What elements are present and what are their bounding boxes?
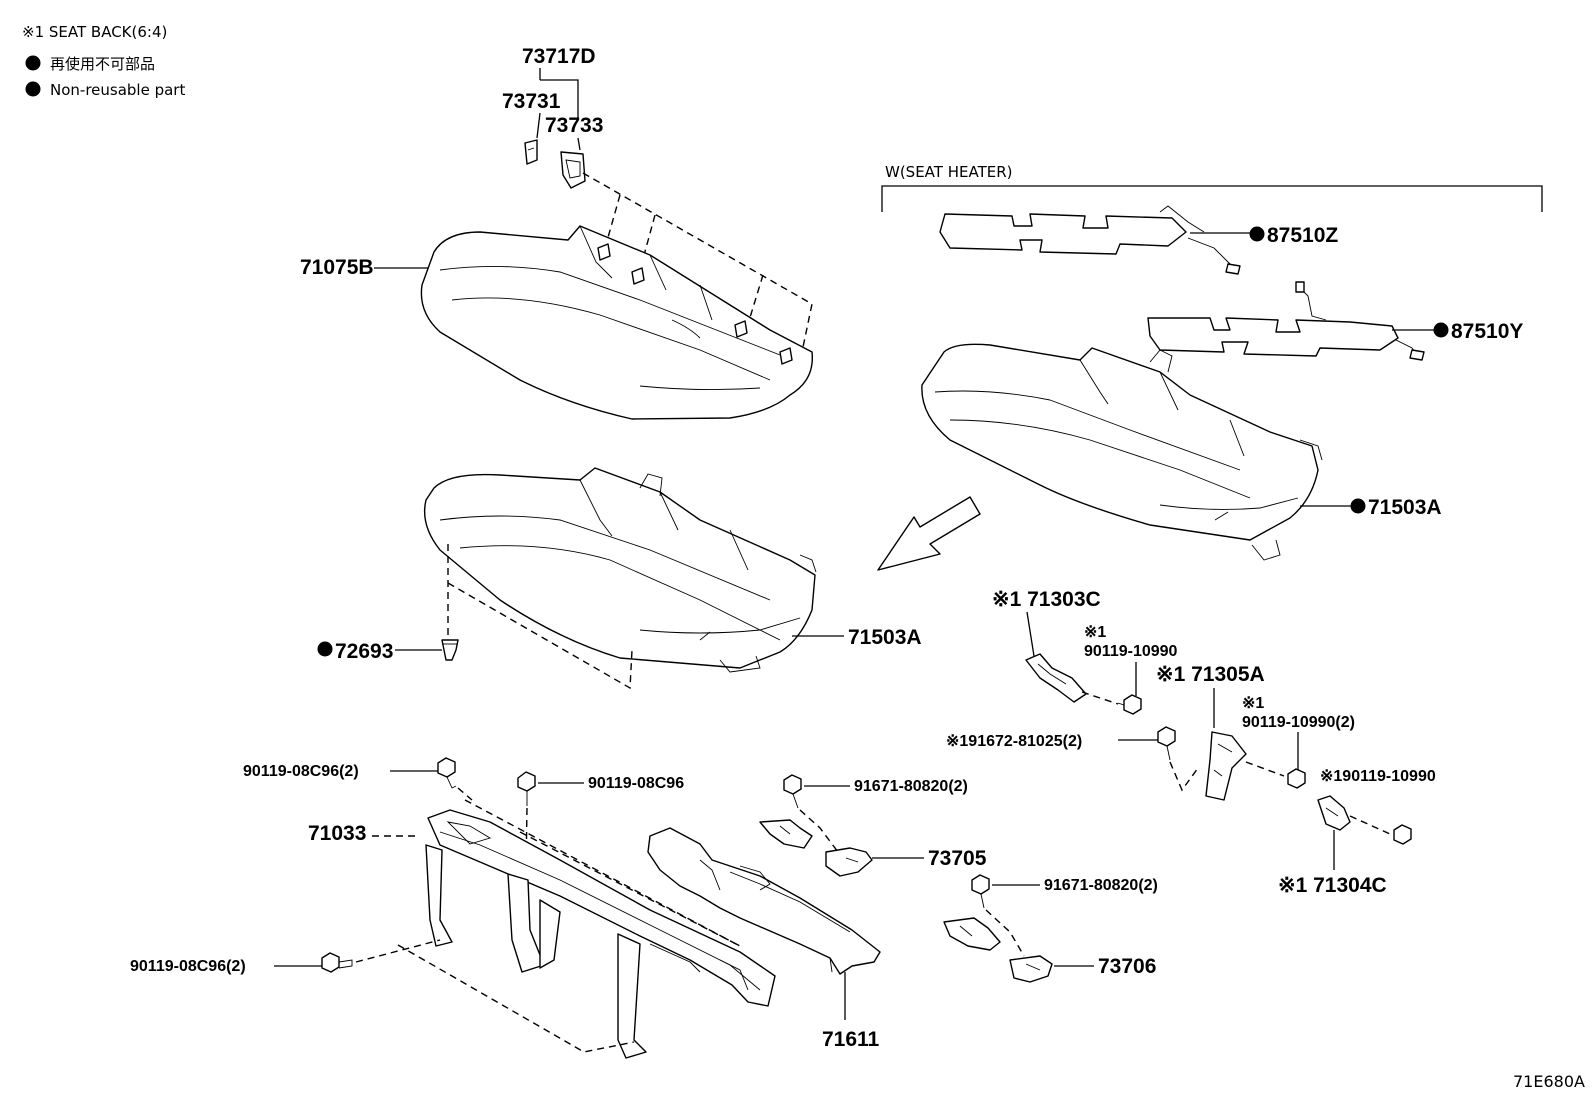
part-label-71611: 71611: [822, 1028, 880, 1051]
part-label-90119-08C96-low: 90119-08C96(2): [130, 958, 246, 975]
legend-non-reusable-en: Non-reusable part: [50, 81, 185, 99]
bolt-90119-08C96-low-icon: [321, 952, 353, 973]
bolt-90119-10990-a-icon: [1117, 694, 1142, 715]
clip-73731-icon: [524, 139, 538, 165]
bolt-91671-80820-a-icon: [783, 774, 802, 809]
non-reusable-dot-icon: [1249, 226, 1265, 242]
part-label-73706: 73706: [1098, 955, 1156, 978]
part-label-91672-81025: ※191672-81025(2): [946, 733, 1082, 750]
seat-heater-87510Y: [1147, 281, 1425, 361]
part-label-73733: 73733: [545, 114, 603, 137]
part-label-91671-80820-b: 91671-80820(2): [1044, 877, 1158, 894]
bolt-91671-80820-b-icon: [971, 874, 990, 909]
part-label-71305A: ※1 71305A: [1156, 663, 1265, 686]
bolt-90119-10990-b-icon: [1287, 768, 1306, 789]
clip-73733-icon: [560, 151, 586, 189]
legend-seat-back-note: ※1 SEAT BACK(6:4): [22, 23, 167, 41]
group-label-seat-heater: W(SEAT HEATER): [885, 163, 1012, 181]
non-reusable-dot-icon: [317, 641, 333, 657]
part-label-90119-10990-b-note: ※1: [1242, 695, 1264, 712]
pin-72693-icon: [441, 639, 459, 661]
non-reusable-dot-icon: [1350, 498, 1366, 514]
part-label-71503A-left: 71503A: [848, 626, 922, 649]
legend-non-reusable-jp: 再使用不可部品: [50, 55, 155, 73]
part-label-73717D: 73717D: [522, 45, 596, 68]
illustration-code: 71E680A: [1513, 1072, 1585, 1091]
part-label-73705: 73705: [928, 847, 987, 870]
part-label-90119-10990-a-note: ※1: [1084, 624, 1106, 641]
part-label-87510Y: 87510Y: [1451, 320, 1523, 343]
part-label-87510Z: 87510Z: [1267, 224, 1338, 247]
part-label-90119-10990-a: 90119-10990: [1084, 643, 1178, 660]
part-label-90119-10990-c: ※190119-10990: [1320, 768, 1436, 785]
bracket-73705: [759, 819, 873, 877]
seat-frame-71033: [425, 809, 776, 1059]
seat-cushion-frame-71503A-left: [423, 467, 817, 673]
part-label-71033: 71033: [308, 822, 366, 845]
part-label-90119-08C96-mid: 90119-08C96: [588, 775, 684, 792]
part-label-71303C: ※1 71303C: [992, 588, 1101, 611]
bracket-73706: [943, 917, 1053, 983]
bolt-91672-81025-icon: [1157, 726, 1176, 761]
seat-cushion-frame-71503A-right: [921, 343, 1323, 561]
part-label-72693: 72693: [335, 640, 393, 663]
seat-cover-71611: [647, 827, 881, 975]
seat-heater-bracket: [881, 185, 1543, 212]
part-label-71503A-right: 71503A: [1368, 496, 1442, 519]
part-label-71075B: 71075B: [300, 256, 374, 279]
bolt-90119-08C96-icon: [437, 757, 457, 789]
seat-heater-87510Z: [939, 205, 1241, 275]
part-label-73731: 73731: [502, 90, 561, 113]
hinge-bracket-71304C: [1317, 795, 1351, 831]
bolt-90119-08C96-mid-icon: [517, 771, 536, 806]
seat-cushion-pad-71075B: [420, 225, 814, 420]
direction-arrow-icon: [877, 496, 981, 571]
hinge-bracket-71305A: [1205, 731, 1247, 801]
part-label-90119-08C96-top: 90119-08C96(2): [243, 763, 359, 780]
non-reusable-dot-icon: [25, 55, 41, 71]
bolt-90119-10990-c-icon: [1393, 824, 1412, 845]
part-label-90119-10990-b: 90119-10990(2): [1242, 714, 1355, 731]
non-reusable-dot-icon: [1433, 322, 1449, 338]
non-reusable-dot-icon: [25, 81, 41, 97]
hinge-bracket-71303C: [1025, 653, 1087, 703]
part-label-91671-80820-a: 91671-80820(2): [854, 778, 968, 795]
bracket-73717D: [539, 68, 579, 118]
part-label-71304C: ※1 71304C: [1278, 874, 1387, 897]
